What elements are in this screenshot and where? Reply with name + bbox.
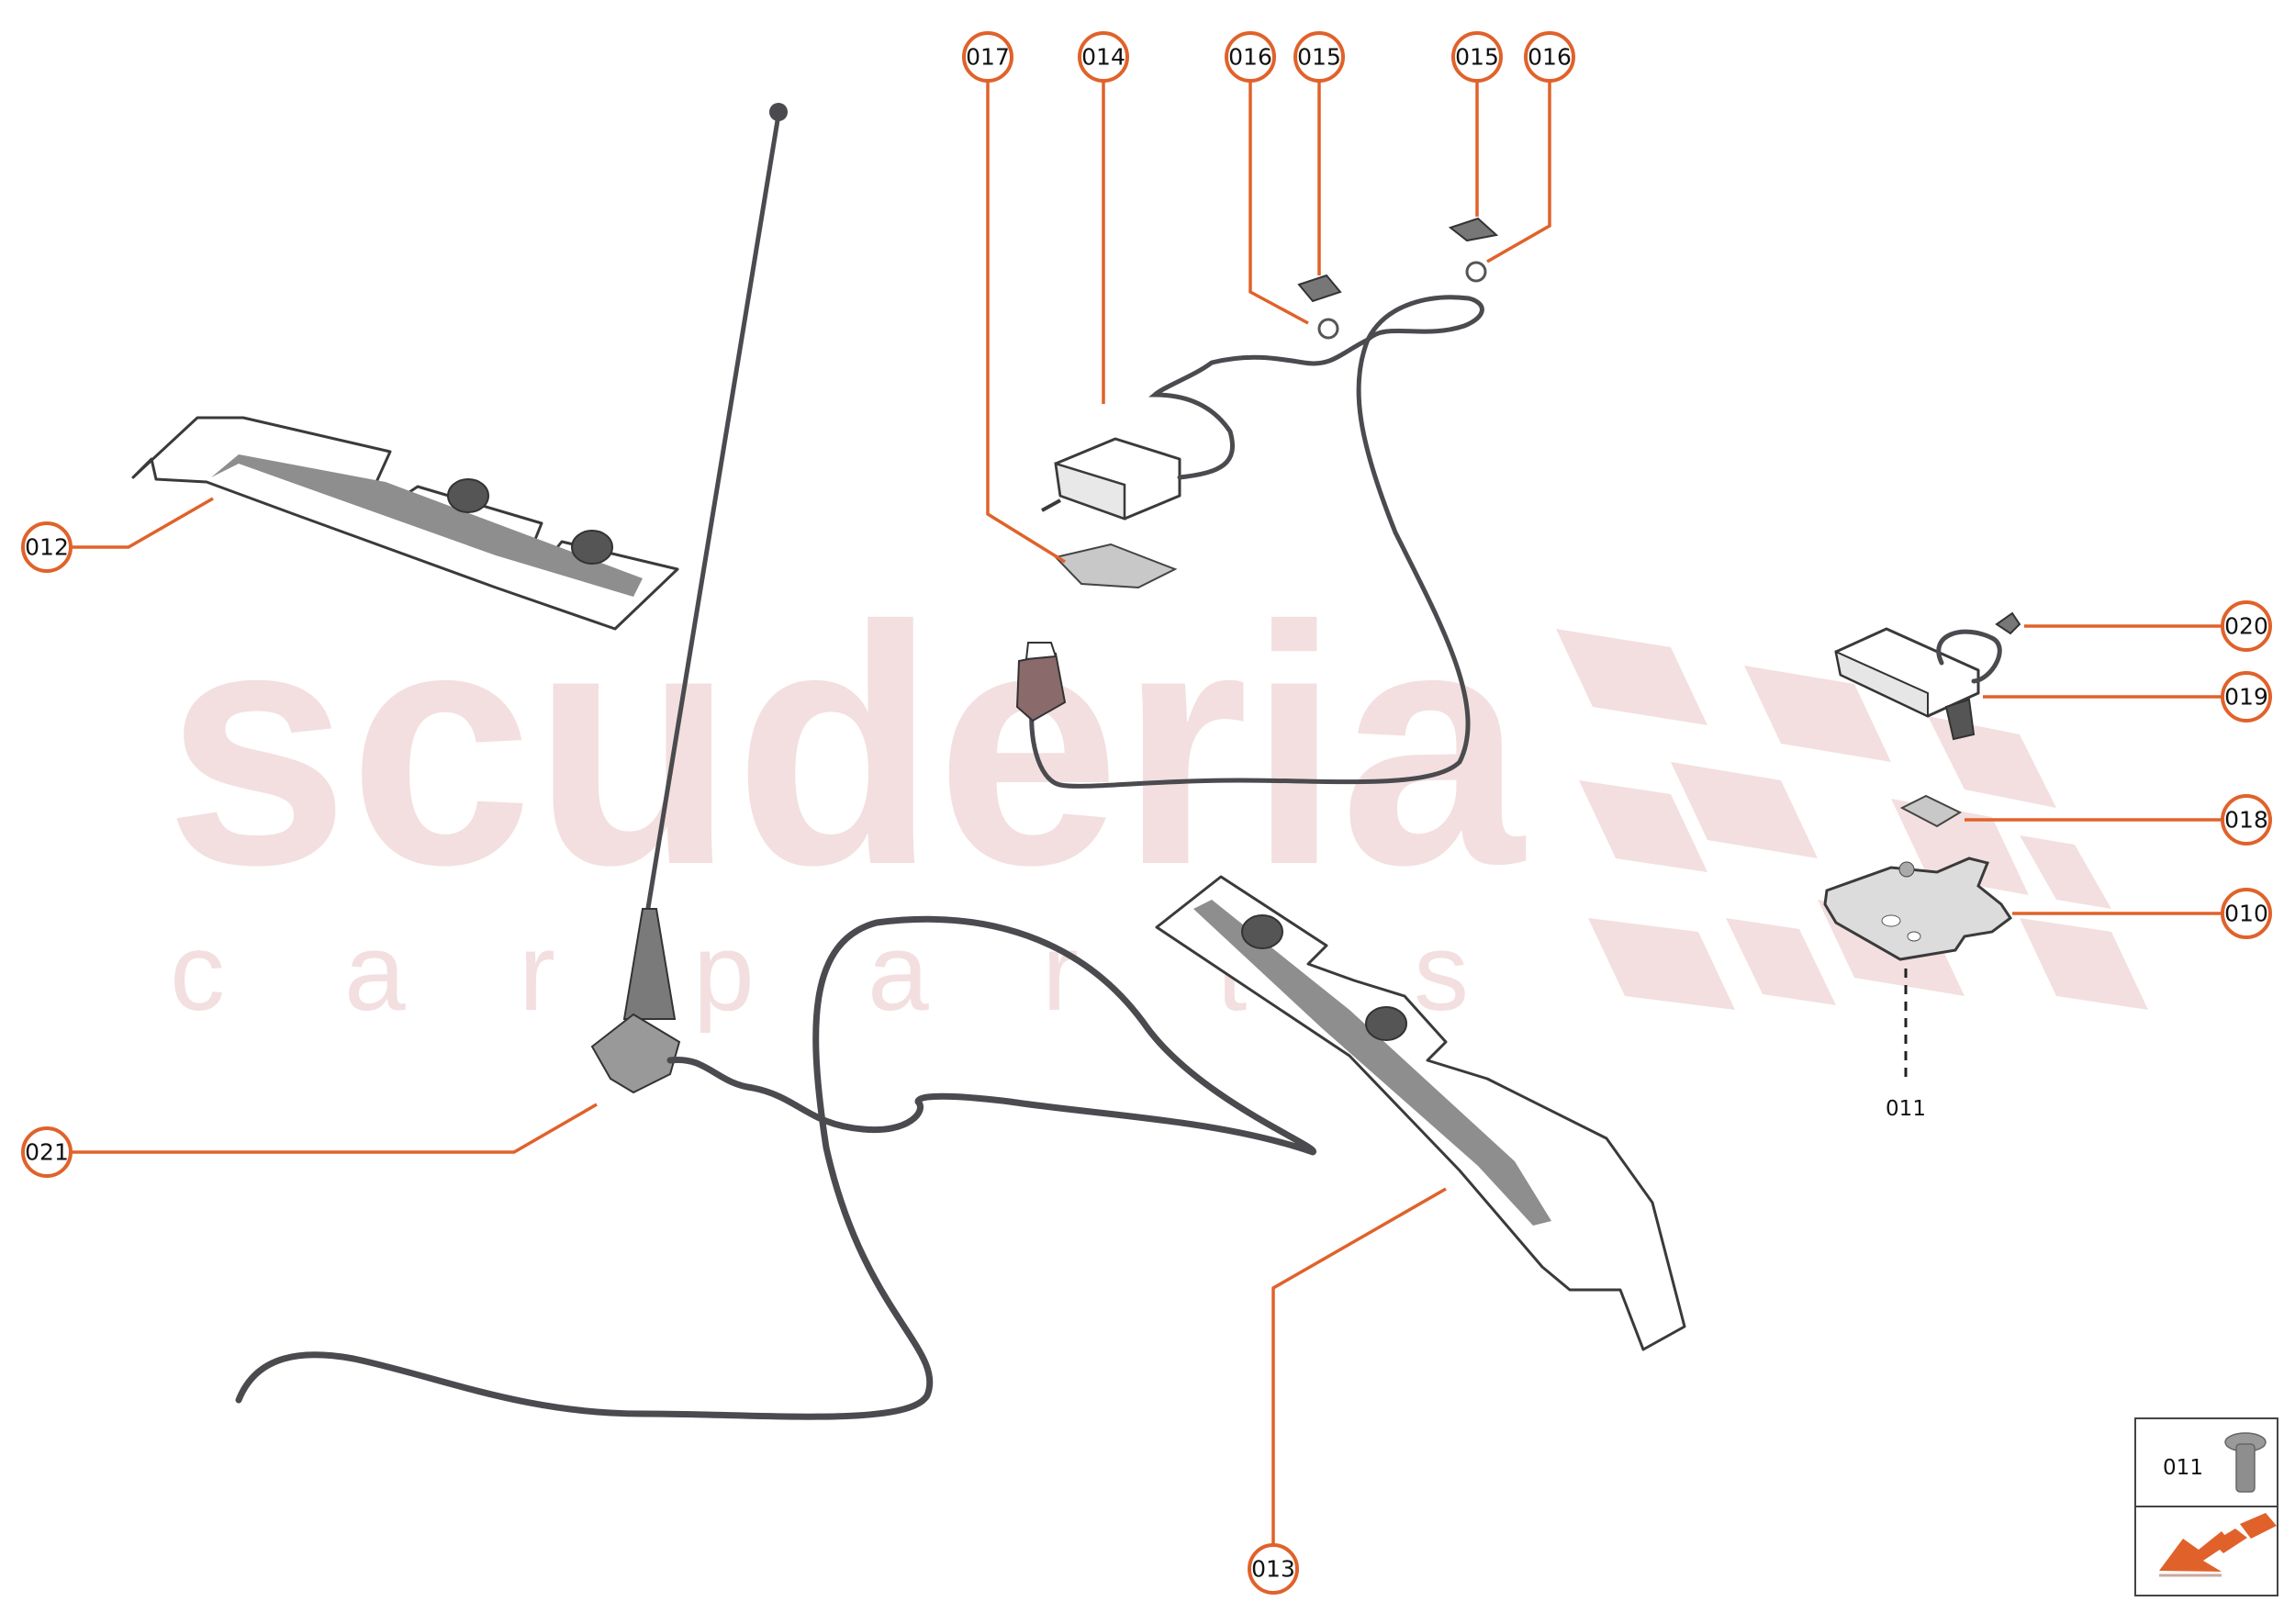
svg-text:020: 020 <box>2224 613 2268 640</box>
grommet-icon <box>1365 1006 1407 1041</box>
svg-text:c: c <box>170 911 225 1034</box>
callout-013[interactable]: 013 <box>1248 1543 1299 1595</box>
ref-011-label: 011 <box>1886 1097 1926 1121</box>
grommet-icon <box>571 530 613 565</box>
part-015-clip-b[interactable] <box>1448 217 1499 242</box>
callout-014[interactable]: 014 <box>1078 31 1129 83</box>
watermark-scuderia: scuderia <box>165 556 1526 935</box>
callout-018[interactable]: 018 <box>2221 794 2272 846</box>
grommet-icon <box>1241 914 1283 949</box>
part-017-adhesive-pad[interactable] <box>1054 543 1178 589</box>
legend-box: 011 <box>2134 1417 2278 1596</box>
part-018-adhesive-pad[interactable] <box>1899 794 1963 828</box>
callout-019[interactable]: 019 <box>2221 671 2272 722</box>
svg-text:r: r <box>519 911 555 1034</box>
svg-text:r: r <box>1042 911 1079 1034</box>
part-016-seal-a[interactable] <box>1317 318 1339 340</box>
svg-text:015: 015 <box>1455 44 1499 71</box>
callout-015b[interactable]: 015 <box>1451 31 1503 83</box>
watermark: scuderia c a r p a r t s <box>165 556 2148 1034</box>
svg-text:016: 016 <box>1228 44 1272 71</box>
watermark-carparts: c a r p a r t s <box>170 911 1469 1034</box>
svg-text:s: s <box>1414 911 1469 1034</box>
callout-021[interactable]: 021 <box>21 1126 73 1178</box>
svg-text:016: 016 <box>1528 44 1572 71</box>
callout-015a[interactable]: 015 <box>1293 31 1345 83</box>
callout-012[interactable]: 012 <box>21 521 73 573</box>
part-012-trim-panel[interactable] <box>131 416 679 631</box>
svg-text:015: 015 <box>1297 44 1341 71</box>
part-015-clip-a[interactable] <box>1297 274 1342 303</box>
svg-text:017: 017 <box>966 44 1010 71</box>
part-020-clip[interactable] <box>1995 611 2021 635</box>
callout-010[interactable]: 010 <box>2221 888 2272 939</box>
part-013-trim-panel[interactable] <box>1155 875 1686 1351</box>
svg-text:013: 013 <box>1251 1556 1295 1583</box>
callout-017[interactable]: 017 <box>962 31 1013 83</box>
callout-016b[interactable]: 016 <box>1524 31 1575 83</box>
svg-text:019: 019 <box>2224 684 2268 711</box>
svg-text:p: p <box>693 911 755 1034</box>
legend-part-number: 011 <box>2163 1456 2203 1480</box>
svg-text:a: a <box>344 911 406 1034</box>
svg-text:012: 012 <box>25 534 69 561</box>
part-014-amplifier-module[interactable] <box>1015 295 1484 789</box>
svg-text:018: 018 <box>2224 807 2268 834</box>
part-019-control-unit[interactable] <box>1834 627 2002 741</box>
svg-text:a: a <box>868 911 929 1034</box>
part-021-rod-antenna[interactable] <box>235 103 1316 1420</box>
part-010-mounting-bracket[interactable] <box>1823 857 2013 961</box>
svg-text:014: 014 <box>1081 44 1125 71</box>
part-016-seal-b[interactable] <box>1465 261 1487 283</box>
svg-text:021: 021 <box>25 1139 69 1166</box>
callout-016a[interactable]: 016 <box>1225 31 1276 83</box>
callout-020[interactable]: 020 <box>2221 600 2272 652</box>
screw-icon <box>2224 1432 2267 1493</box>
front-direction-arrow-icon <box>2159 1513 2277 1577</box>
grommet-icon <box>447 478 489 513</box>
leader-lines <box>69 79 2224 1547</box>
svg-text:010: 010 <box>2224 901 2268 927</box>
